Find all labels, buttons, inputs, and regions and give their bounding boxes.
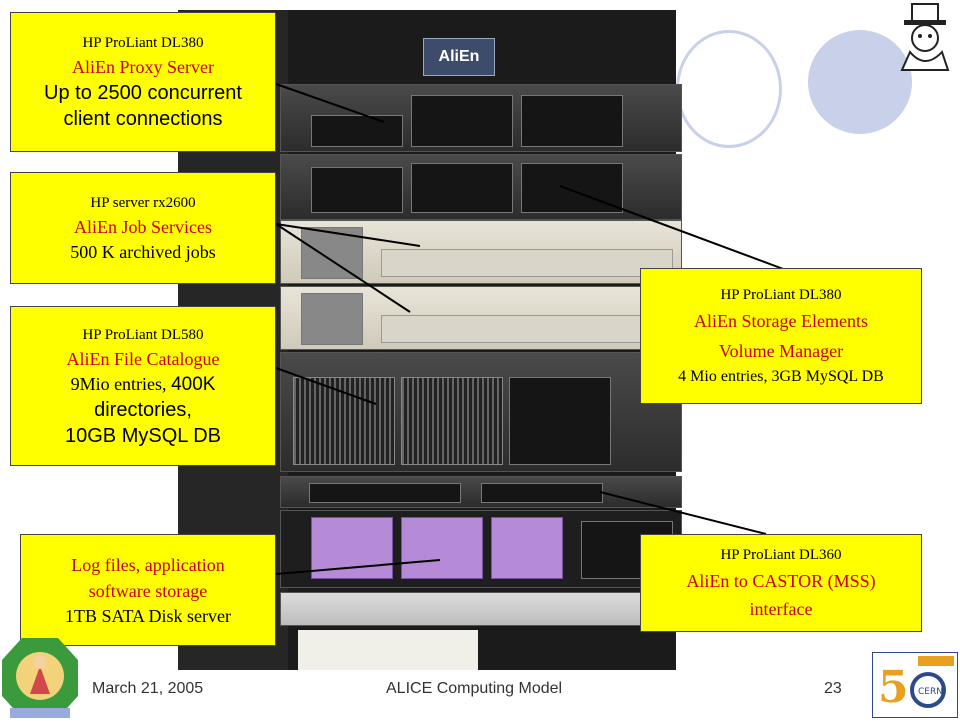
callout-detail: 1TB SATA Disk server — [64, 606, 232, 626]
callout-role: software storage — [88, 581, 208, 601]
drive-bay — [481, 483, 603, 503]
drive-bay — [509, 377, 611, 465]
svg-text:5: 5 — [878, 662, 909, 713]
purple-disk — [401, 517, 483, 579]
drive-bay — [301, 227, 363, 279]
purple-disk — [311, 517, 393, 579]
server-dl380-storage — [280, 154, 682, 220]
footer-title: ALICE Computing Model — [386, 680, 563, 697]
callout-detail: 4 Mio entries, 3GB MySQL DB — [678, 368, 884, 385]
footer-page-number: 23 — [824, 680, 842, 697]
server-dl360 — [280, 476, 682, 508]
callout-log-storage: Log files, application software storage … — [20, 534, 276, 646]
callout-role: Volume Manager — [718, 341, 844, 361]
front-panel — [381, 249, 673, 277]
callout-detail: Up to 2500 concurrent — [44, 82, 242, 104]
callout-role: AliEn Proxy Server — [72, 57, 214, 77]
drive-bay — [521, 95, 623, 147]
purple-disk — [491, 517, 563, 579]
decor-circle-large — [808, 30, 912, 134]
drive-bay — [411, 95, 513, 147]
drive-bay — [311, 115, 403, 147]
fan-grille — [401, 377, 503, 465]
alien-grid-logo: AliEn — [423, 38, 495, 76]
callout-detail: directories, — [94, 398, 192, 421]
cern-50-logo: 5 CERN — [871, 651, 959, 719]
drive-bay — [311, 167, 403, 213]
server-dl580 — [280, 352, 682, 472]
front-panel — [381, 315, 673, 343]
callout-role: Log files, application — [71, 555, 225, 575]
callout-model: HP ProLiant DL380 — [720, 287, 842, 303]
callout-role: AliEn File Catalogue — [66, 348, 220, 369]
callout-file-catalogue: HP ProLiant DL580 AliEn File Catalogue 9… — [10, 306, 276, 466]
server-sata-disk — [280, 510, 682, 588]
fan-grille — [293, 377, 395, 465]
server-rx2600-2 — [280, 286, 682, 350]
drive-bay — [301, 293, 363, 345]
callout-proxy-server: HP ProLiant DL380 AliEn Proxy Server Up … — [10, 12, 276, 152]
callout-model: HP ProLiant DL380 — [82, 35, 204, 51]
drive-bay — [411, 163, 513, 213]
callout-storage-elements: HP ProLiant DL380 AliEn Storage Elements… — [640, 268, 922, 404]
server-rx2600-1 — [280, 220, 682, 284]
drive-bay — [521, 163, 623, 213]
decor-circle-outline — [676, 30, 782, 148]
alice-logo — [0, 636, 80, 720]
mad-hatter-illustration — [892, 0, 960, 74]
drive-bay — [309, 483, 461, 503]
callout-castor-interface: HP ProLiant DL360 AliEn to CASTOR (MSS) … — [640, 534, 922, 632]
callout-model: HP ProLiant DL580 — [82, 326, 204, 343]
kvm-label-sheet — [298, 630, 478, 670]
callout-role: AliEn to CASTOR (MSS) — [686, 571, 876, 591]
callout-detail-part: 400K — [171, 373, 216, 395]
svg-text:CERN: CERN — [918, 687, 943, 697]
callout-detail: 500 K archived jobs — [70, 242, 216, 262]
callout-role: interface — [749, 599, 813, 619]
callout-role: AliEn Storage Elements — [694, 311, 868, 331]
callout-model: HP ProLiant DL360 — [720, 547, 842, 563]
kvm-switch — [280, 592, 682, 626]
callout-detail-part: 9Mio entries, — [70, 373, 172, 394]
footer-date: March 21, 2005 — [92, 680, 204, 697]
callout-model: HP server rx2600 — [90, 195, 196, 211]
callout-detail: 10GB MySQL DB — [65, 424, 221, 447]
server-dl380-proxy — [280, 84, 682, 152]
callout-role: AliEn Job Services — [74, 217, 212, 237]
callout-detail: 9Mio entries, 400K — [11, 372, 275, 397]
callout-job-services: HP server rx2600 AliEn Job Services 500 … — [10, 172, 276, 284]
callout-detail: client connections — [63, 108, 223, 130]
